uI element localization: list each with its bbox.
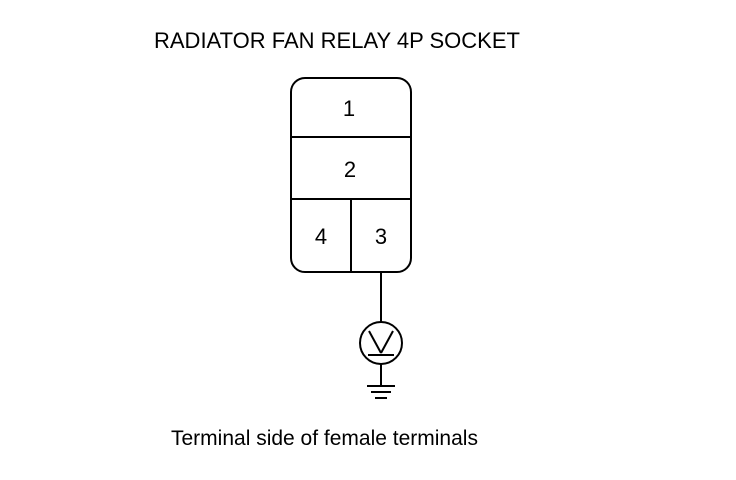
terminal-4-label: 4 [315, 224, 327, 249]
terminal-2-label: 2 [344, 157, 356, 182]
terminal-1-label: 1 [343, 96, 355, 121]
terminal-3-label: 3 [375, 224, 387, 249]
diagram-title: RADIATOR FAN RELAY 4P SOCKET [154, 28, 520, 53]
diagram-caption: Terminal side of female terminals [171, 427, 478, 450]
voltmeter-icon [359, 321, 403, 365]
ground-icon [367, 385, 395, 399]
relay-socket: 1 2 4 3 [290, 77, 412, 273]
